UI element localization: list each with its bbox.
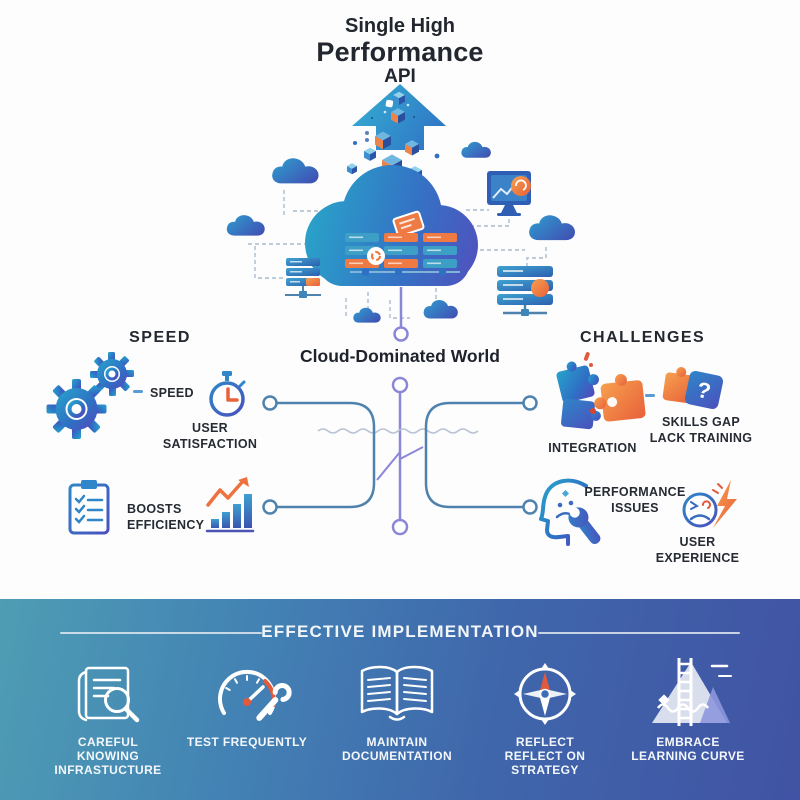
skills-gap-line1: SKILLS GAP	[661, 415, 740, 429]
skills-gap-label: SKILLS GAP LACK TRAINING	[640, 414, 762, 446]
banner-title: EFFECTIVE IMPLEMENTATION	[261, 622, 539, 641]
growth-chart-icon	[205, 477, 255, 533]
right-branch	[424, 395, 538, 515]
banner-item-careful: CAREFUL KNOWING INFRASTUCTURE	[33, 735, 183, 777]
mindmap-layer: ?	[46, 352, 737, 546]
banner-item5-line2: LEARNING CURVE	[631, 749, 745, 763]
boosts-efficiency-line1: BOOSTS	[127, 502, 182, 516]
user-experience-label: USER EXPERIENCE	[655, 535, 740, 565]
banner-item-maintain: MAINTAIN DOCUMENTATION	[322, 735, 472, 763]
puzzle-pieces-icon	[556, 352, 646, 430]
left-branch	[262, 395, 376, 515]
performance-issues-label: PERFORMANCE ISSUES	[583, 484, 687, 516]
speed-dash	[133, 390, 143, 393]
server-rack-right-icon	[497, 266, 553, 316]
banner-item3-line1: MAINTAIN	[366, 735, 428, 749]
cloud-dashboard	[345, 210, 460, 276]
badge-icon	[367, 247, 385, 265]
cloud-illustration	[226, 84, 575, 342]
monitor-icon	[487, 171, 531, 216]
open-book-icon	[360, 665, 434, 721]
banner-item-reflect: REFLECT REFLECT ON STRATEGY	[470, 735, 620, 777]
skills-gap-dash	[645, 394, 655, 397]
wavy-divider	[317, 428, 479, 434]
tablet-icon	[392, 210, 425, 237]
banner-item4-line1: REFLECT	[515, 735, 575, 749]
center-node-label: Cloud-Dominated World	[300, 346, 500, 366]
performance-issues-line1: PERFORMANCE	[584, 485, 686, 499]
clipboard-checklist-icon	[68, 480, 110, 535]
center-spine	[376, 376, 424, 536]
page-title-line1: Single High	[345, 15, 455, 37]
page-title-line3: API	[384, 65, 416, 87]
gauge-wrench-icon	[218, 669, 292, 721]
compass-icon	[514, 663, 576, 725]
banner-item-embrace: EMBRACE LEARNING CURVE	[613, 735, 763, 763]
page-title: Single High Performance API	[0, 15, 800, 87]
head-wrench-icon	[539, 478, 601, 546]
banner-icons-layer	[77, 658, 732, 726]
puzzle-question-icon: ?	[662, 367, 724, 410]
user-satisfaction-label: USER SATISFACTION	[162, 421, 258, 451]
banner-item-test: TEST FREQUENTLY	[172, 735, 322, 749]
skills-gap-line2: LACK TRAINING	[649, 431, 753, 445]
stopwatch-icon	[209, 371, 246, 417]
speed-heading: SPEED	[129, 329, 191, 346]
server-rack-left-icon	[285, 258, 321, 298]
banner-divider-right	[538, 632, 740, 634]
banner-divider-left	[60, 632, 262, 634]
banner-item4-line2: REFLECT ON STRATEGY	[504, 749, 586, 777]
speed-label: SPEED	[150, 386, 194, 400]
integration-label: INTEGRATION	[548, 441, 637, 455]
banner-item2-line1: TEST FREQUENTLY	[186, 735, 308, 749]
banner-item1-line1: CAREFUL	[77, 735, 139, 749]
boosts-efficiency-label: BOOSTS EFFICIENCY	[127, 501, 204, 533]
banner-item5-line1: EMBRACE	[656, 735, 720, 749]
performance-issues-line2: ISSUES	[611, 501, 659, 515]
document-magnifier-icon	[77, 666, 140, 723]
banner-item3-line2: DOCUMENTATION	[341, 749, 453, 763]
mountain-ladder-icon	[652, 658, 732, 726]
challenges-heading: CHALLENGES	[580, 329, 706, 346]
cloud-stem-connector	[393, 287, 409, 342]
svg-text:?: ?	[695, 377, 713, 404]
boosts-efficiency-line2: EFFICIENCY	[127, 518, 205, 532]
gears-icon	[46, 352, 134, 439]
banner-item1-line2: KNOWING INFRASTUCTURE	[54, 749, 162, 777]
dashed-connectors	[248, 190, 547, 322]
sad-face-lightning-icon	[682, 480, 737, 528]
page-title-line2: Performance	[316, 36, 484, 67]
